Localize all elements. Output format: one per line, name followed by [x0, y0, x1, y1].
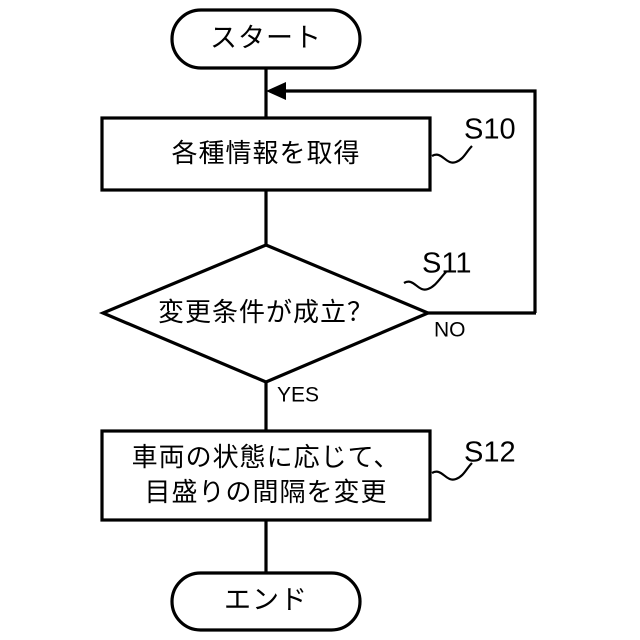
node-s10[interactable]	[100, 116, 432, 192]
arrowhead-feedback-loop-icon	[266, 82, 286, 100]
branch-label-yes: YES	[277, 384, 319, 407]
connector-no-feedback-loop	[272, 89, 537, 313]
node-s11-label: 変更条件が成立？	[158, 297, 374, 327]
step-tag-s12: S12	[464, 437, 516, 469]
node-start-label: スタート	[210, 23, 322, 53]
node-end[interactable]	[170, 571, 362, 632]
node-s10-label: 各種情報を取得	[171, 138, 360, 168]
node-s12[interactable]	[100, 429, 432, 522]
step-tag-s11: S11	[422, 248, 471, 280]
leader-line-s10	[431, 145, 473, 164]
leader-line-s11	[403, 271, 447, 291]
node-s11[interactable]	[98, 243, 433, 384]
node-s12-label-line1: 車両の状態に応じて、	[132, 442, 401, 472]
step-tag-s10: S10	[464, 114, 516, 146]
leader-line-s12	[431, 462, 473, 481]
node-s12-label-line2: 目盛りの間隔を変更	[144, 477, 387, 507]
node-start[interactable]	[170, 8, 362, 70]
node-end-label: エンド	[224, 585, 308, 615]
branch-label-no: NO	[434, 319, 466, 342]
